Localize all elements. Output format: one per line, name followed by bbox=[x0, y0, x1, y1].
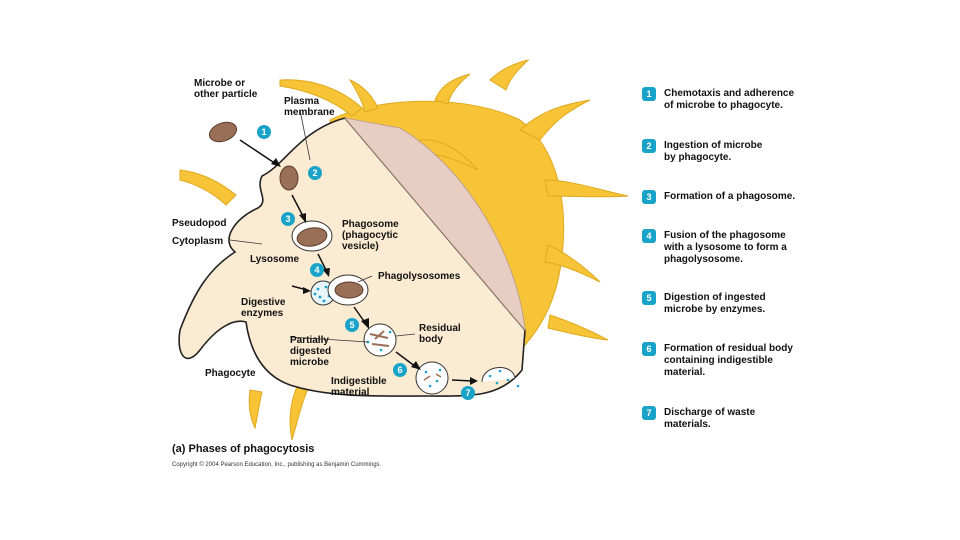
label-lysosome: Lysosome bbox=[250, 254, 300, 265]
label-residual-body: Residual body bbox=[419, 323, 461, 345]
label-phagosome: Phagosome (phagocytic vesicle) bbox=[342, 219, 399, 252]
step-4-text: Fusion of the phagosome with a lysosome … bbox=[664, 230, 787, 265]
label-pseudopod: Pseudopod bbox=[172, 218, 227, 229]
step-6-text: Formation of residual body containing in… bbox=[664, 343, 793, 378]
label-phagolysosomes: Phagolysosomes bbox=[378, 271, 461, 282]
partially-digested-shape bbox=[363, 323, 397, 357]
cut-face bbox=[343, 117, 526, 332]
figure-caption: (a) Phases of phagocytosis bbox=[172, 443, 315, 455]
label-microbe: Microbe or other particle bbox=[194, 78, 258, 100]
step-3-badge: 3 bbox=[642, 190, 656, 204]
badge-6: 6 bbox=[393, 363, 407, 377]
step-3-text: Formation of a phagosome. bbox=[664, 191, 796, 202]
badge-4: 4 bbox=[310, 263, 324, 277]
label-plasma-membrane: Plasma membrane bbox=[284, 96, 335, 118]
badge-3: 3 bbox=[281, 212, 295, 226]
step-5-badge: 5 bbox=[642, 291, 656, 305]
label-partially-digested: Partially digested microbe bbox=[290, 335, 332, 368]
step-1-text: Chemotaxis and adherence of microbe to p… bbox=[664, 88, 795, 111]
label-indigestible: Indigestible material bbox=[331, 376, 387, 398]
ingested-microbe bbox=[279, 165, 299, 191]
step-7-badge: 7 bbox=[642, 406, 656, 420]
step-5-text: Digestion of ingested microbe by enzymes… bbox=[664, 292, 766, 315]
badge-2: 2 bbox=[308, 166, 322, 180]
step-2-text: Ingestion of microbe by phagocyte. bbox=[664, 140, 763, 163]
residual-body-shape bbox=[415, 361, 449, 395]
badge-1: 1 bbox=[257, 125, 271, 139]
label-cytoplasm: Cytoplasm bbox=[172, 236, 224, 247]
label-phagocyte: Phagocyte bbox=[205, 368, 256, 379]
microbe-shape bbox=[208, 121, 238, 143]
phagocyte-cross-section bbox=[178, 117, 526, 397]
step-4-badge: 4 bbox=[642, 229, 656, 243]
step-1-badge: 1 bbox=[642, 87, 656, 101]
label-digestive-enzymes: Digestive enzymes bbox=[241, 297, 286, 319]
badge-7: 7 bbox=[461, 386, 475, 400]
step-6-badge: 6 bbox=[642, 342, 656, 356]
step-7-text: Discharge of waste materials. bbox=[664, 407, 756, 430]
step-2-badge: 2 bbox=[642, 139, 656, 153]
copyright-note: Copyright © 2004 Pearson Education, Inc.… bbox=[172, 462, 382, 468]
discharge-pocket bbox=[481, 367, 516, 383]
badge-5: 5 bbox=[345, 318, 359, 332]
